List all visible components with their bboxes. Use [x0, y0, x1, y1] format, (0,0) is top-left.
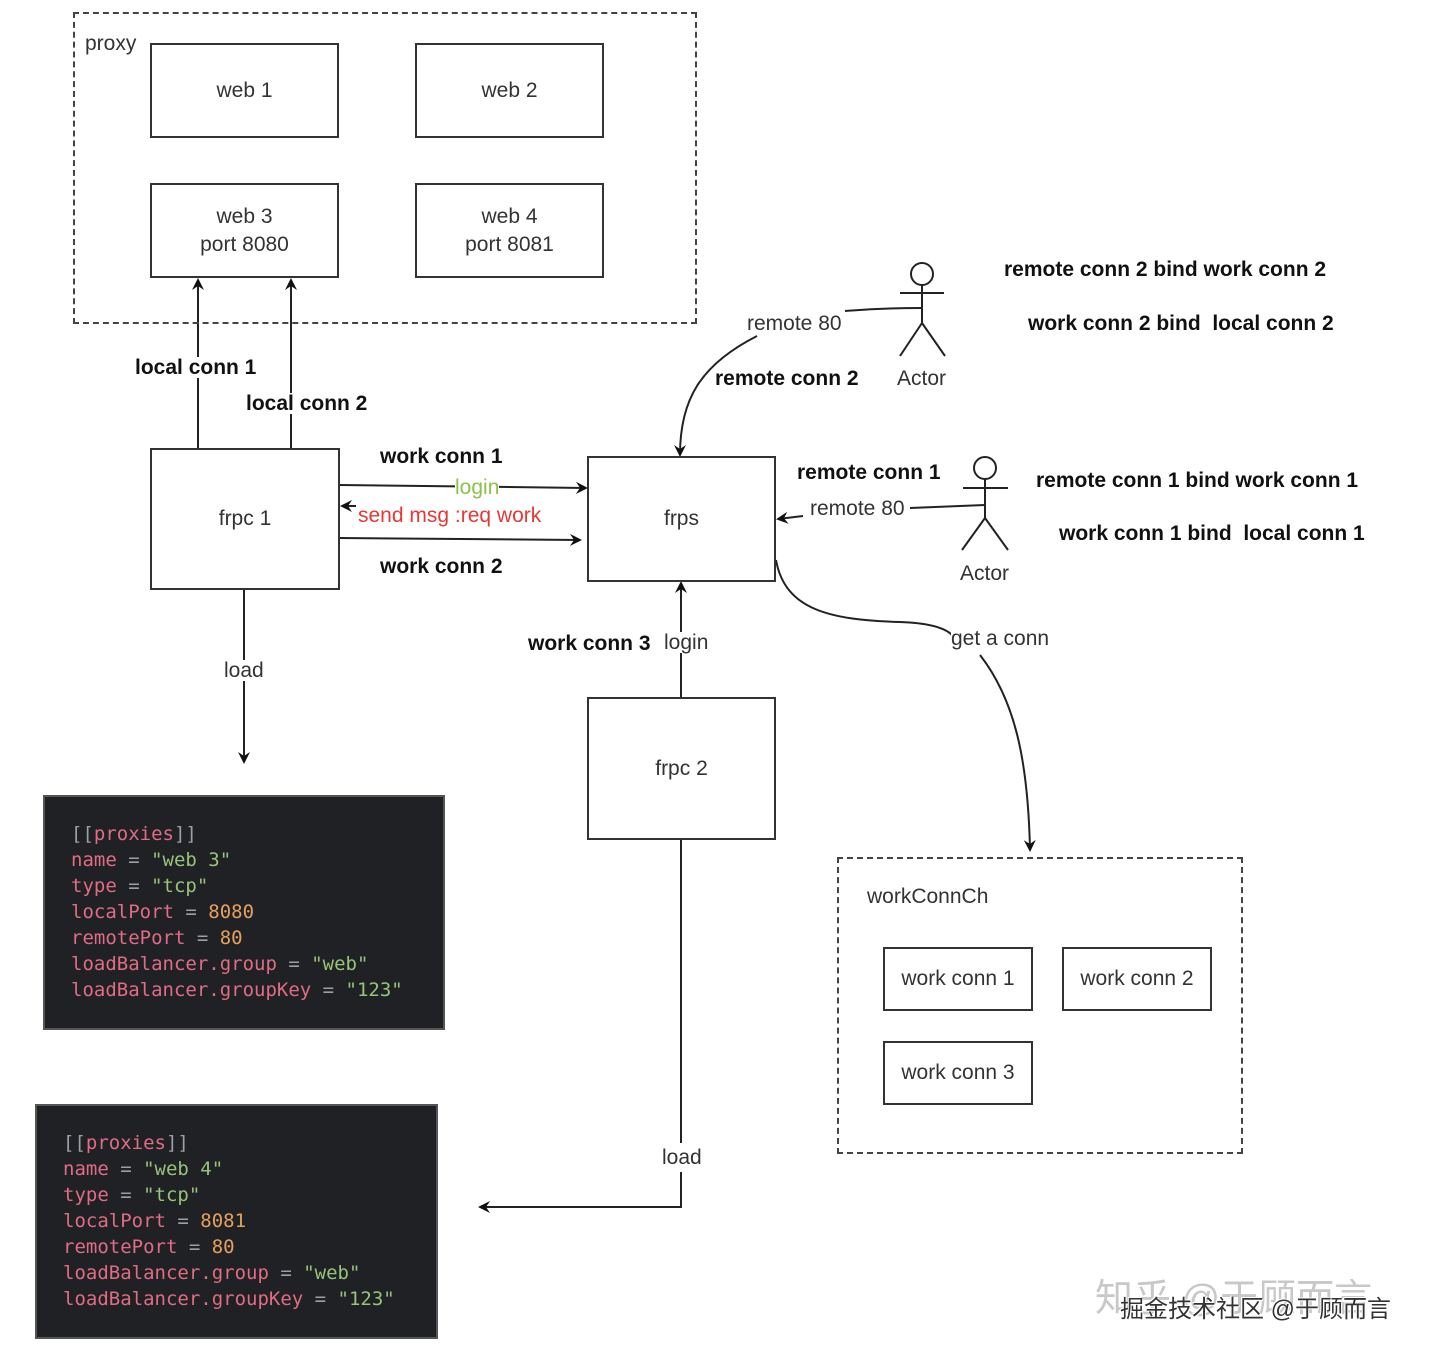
- config-value-group-key: "123": [345, 979, 403, 1001]
- config-value-group-key: "123": [337, 1288, 395, 1310]
- binding-remote-1: remote conn 1 bind work conn 1: [1036, 469, 1359, 492]
- work-conn-ch-item-label: work conn 1: [901, 967, 1015, 991]
- frpc-1-label: frpc 1: [218, 507, 272, 531]
- binding-work-2: work conn 2 bind local conn 2: [1028, 312, 1334, 335]
- work-conn-ch-label: workConnCh: [867, 885, 989, 908]
- web-4-node[interactable]: web 4 port 8081: [415, 183, 604, 278]
- web-4-port: port 8081: [465, 232, 554, 256]
- work-conn-ch-group: [837, 857, 1243, 1154]
- actor-bottom-label: Actor: [960, 562, 1010, 585]
- config-eq: =: [177, 1236, 212, 1258]
- config-value-name: "web 4": [143, 1158, 224, 1180]
- web-2-node[interactable]: web 2: [415, 43, 604, 138]
- config-header: proxies: [93, 823, 174, 845]
- config-key-group: loadBalancer.group: [63, 1262, 269, 1284]
- config-value-type: "tcp": [143, 1184, 201, 1206]
- proxy-group-label: proxy: [85, 32, 137, 55]
- config-key-local-port: localPort: [71, 901, 174, 923]
- config-value-type: "tcp": [151, 875, 209, 897]
- config-eq: =: [108, 1184, 144, 1206]
- frpc-2-node[interactable]: frpc 2: [587, 697, 776, 840]
- config-code-block-web-3: [[proxies]] name = "web 3" type = "tcp" …: [43, 795, 445, 1030]
- config-value-local-port: 8080: [208, 901, 255, 923]
- work-conn-1-label: work conn 1: [380, 445, 503, 468]
- config-eq: =: [173, 901, 209, 923]
- web-2-label: web 2: [481, 78, 538, 102]
- work-conn-ch-item[interactable]: work conn 1: [883, 947, 1033, 1011]
- work-conn-ch-item-label: work conn 3: [901, 1061, 1015, 1085]
- config-key-group-key: loadBalancer.groupKey: [63, 1288, 304, 1310]
- work-conn-2-label: work conn 2: [380, 555, 503, 578]
- binding-remote-2: remote conn 2 bind work conn 2: [1004, 258, 1327, 281]
- config-eq: =: [268, 1262, 304, 1284]
- work-conn-3-label: work conn 3: [528, 632, 651, 655]
- config-key-local-port: localPort: [63, 1210, 166, 1232]
- local-conn-1-label: local conn 1: [135, 356, 257, 379]
- config-eq: =: [303, 1288, 338, 1310]
- edge-work-conn-2: [339, 533, 582, 546]
- web-1-node[interactable]: web 1: [150, 43, 339, 138]
- remote-80-bottom-label: remote 80: [810, 497, 905, 520]
- edge-get-a-conn: [775, 559, 1030, 850]
- frps-node[interactable]: frps: [587, 456, 776, 582]
- config-eq: =: [185, 927, 220, 949]
- work-conn-ch-item[interactable]: work conn 2: [1062, 947, 1212, 1011]
- config-value-remote-port: 80: [219, 927, 243, 949]
- config-eq: =: [311, 979, 346, 1001]
- login-green-label: login: [455, 476, 500, 499]
- config-key-name: name: [71, 849, 117, 871]
- web-3-port: port 8080: [200, 232, 289, 256]
- config-value-local-port: 8081: [200, 1210, 247, 1232]
- config-eq: =: [108, 1158, 144, 1180]
- config-key-remote-port: remotePort: [71, 927, 186, 949]
- edge-load-2: [480, 840, 682, 1207]
- web-3-node[interactable]: web 3 port 8080: [150, 183, 339, 278]
- watermark-back: 知乎 @于顾而言: [1095, 1278, 1373, 1320]
- config-value-group: "web": [303, 1262, 361, 1284]
- web-3-label: web 3: [216, 205, 273, 229]
- load-2-label: load: [662, 1146, 702, 1169]
- actor-figure-bottom: [961, 456, 1009, 551]
- edge-remote-conn-2: [680, 307, 923, 455]
- config-code-block-web-4: [[proxies]] name = "web 4" type = "tcp" …: [35, 1104, 438, 1339]
- config-key-type: type: [71, 875, 117, 897]
- config-value-name: "web 3": [151, 849, 232, 871]
- config-key-group: loadBalancer.group: [71, 953, 277, 975]
- remote-conn-2-label: remote conn 2: [715, 367, 859, 390]
- login-label: login: [664, 631, 709, 654]
- frpc-1-node[interactable]: frpc 1: [150, 448, 340, 590]
- proxy-group: [73, 12, 697, 324]
- edge-remote-conn-1-a: [909, 504, 986, 509]
- work-conn-ch-item-label: work conn 2: [1080, 967, 1194, 991]
- frpc-2-label: frpc 2: [655, 756, 708, 780]
- load-1-label: load: [224, 659, 264, 682]
- config-eq: =: [165, 1210, 201, 1232]
- send-msg-label: send msg :req work: [358, 504, 542, 527]
- config-key-type: type: [63, 1184, 109, 1206]
- remote-80-top-label: remote 80: [747, 312, 842, 335]
- get-a-conn-label: get a conn: [951, 627, 1050, 650]
- config-value-group: "web": [311, 953, 369, 975]
- watermark-front: 掘金技术社区 @于顾而言: [1120, 1296, 1392, 1323]
- config-eq: =: [116, 875, 152, 897]
- config-value-remote-port: 80: [211, 1236, 235, 1258]
- edge-remote-conn-1-b: [776, 511, 804, 524]
- actor-figure-top: [899, 262, 946, 357]
- local-conn-2-label: local conn 2: [246, 392, 368, 415]
- binding-work-1: work conn 1 bind local conn 1: [1059, 522, 1365, 545]
- remote-conn-1-label: remote conn 1: [797, 461, 941, 484]
- web-4-label: web 4: [481, 205, 538, 229]
- frps-label: frps: [663, 507, 699, 531]
- config-key-group-key: loadBalancer.groupKey: [71, 979, 312, 1001]
- config-key-name: name: [63, 1158, 109, 1180]
- config-eq: =: [276, 953, 312, 975]
- config-key-remote-port: remotePort: [63, 1236, 178, 1258]
- actor-top-label: Actor: [897, 367, 947, 390]
- work-conn-ch-item[interactable]: work conn 3: [883, 1041, 1033, 1105]
- config-header: proxies: [85, 1132, 166, 1154]
- web-1-label: web 1: [216, 78, 273, 102]
- config-eq: =: [116, 849, 152, 871]
